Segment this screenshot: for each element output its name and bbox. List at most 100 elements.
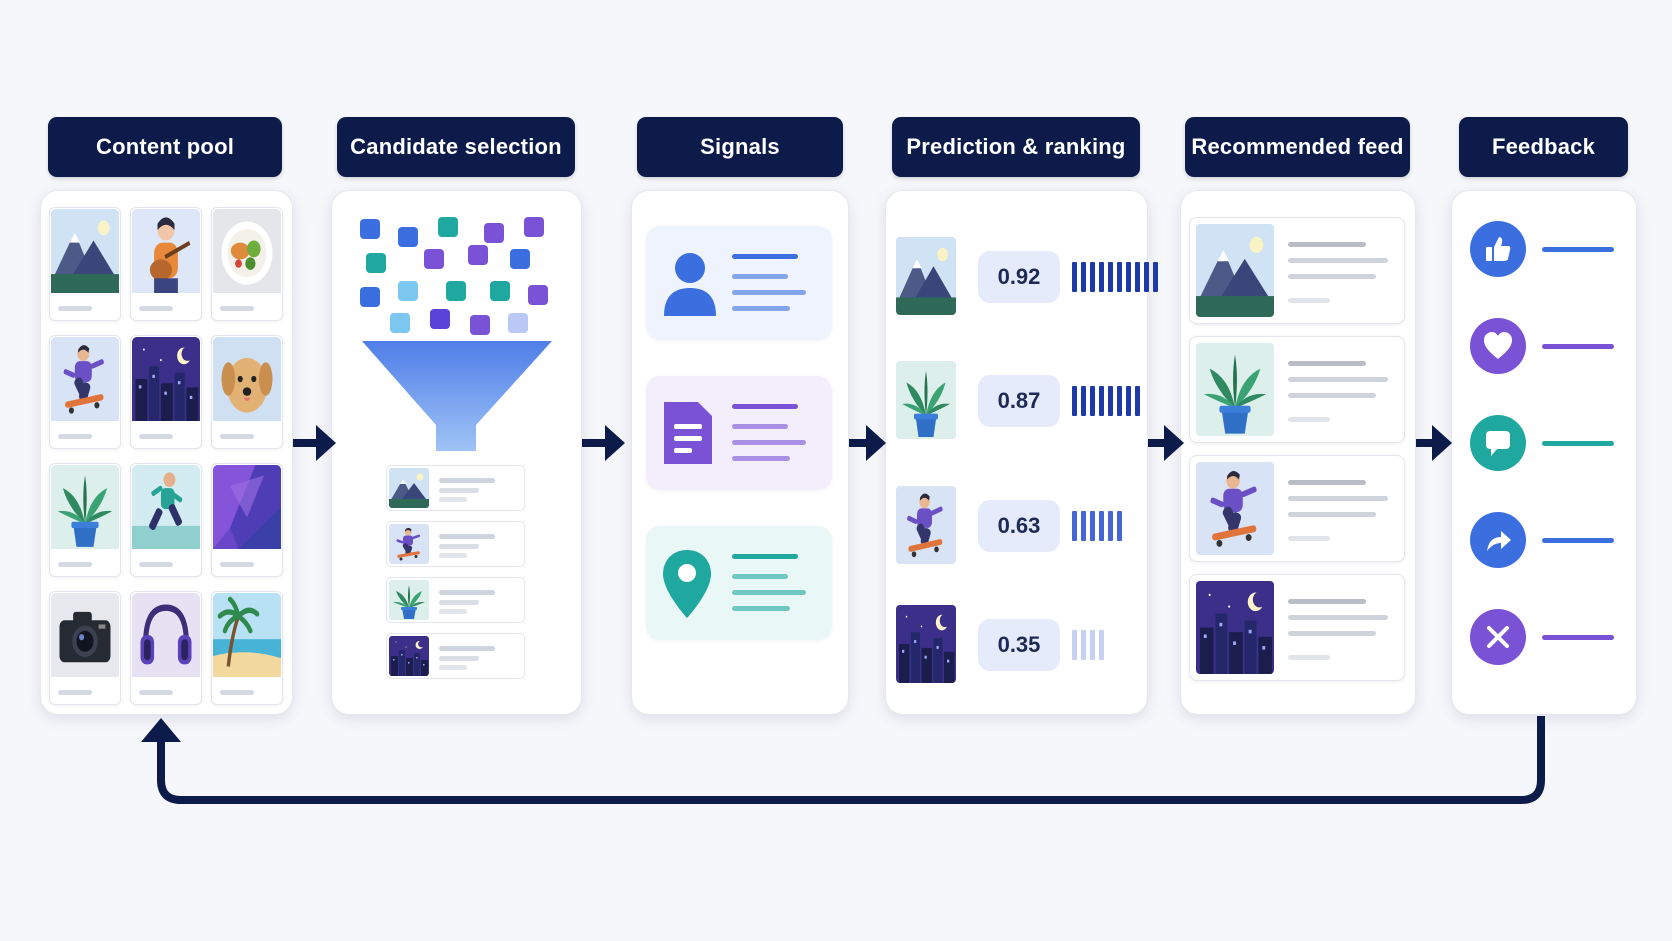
score-bar [1117,386,1122,416]
content-tile[interactable] [49,591,121,705]
text-line [439,609,467,614]
text-line [439,478,495,483]
content-tile[interactable] [211,591,283,705]
text-line [1288,631,1376,636]
content-caption-line [139,434,173,439]
score-bars [1072,511,1122,541]
dismiss-icon[interactable] [1470,609,1526,665]
runner-image [132,465,200,549]
score-bar [1081,630,1086,660]
text-line [1288,393,1376,398]
content-tile[interactable] [49,335,121,449]
feed-card[interactable] [1189,574,1405,681]
feedback-line [1542,344,1614,349]
content-tile[interactable] [211,207,283,321]
content-pool-panel [40,190,293,715]
content-tile[interactable] [211,463,283,577]
arrow-feed-to-feedback [1416,425,1452,461]
score-bar [1117,511,1122,541]
score-bar [1099,630,1104,660]
text-line [1288,512,1376,517]
score-bar [1072,386,1077,416]
signal-line [732,606,790,611]
text-line [439,544,479,549]
score-bar [1108,262,1113,292]
candidate-item[interactable] [386,521,525,567]
text-line [1288,496,1388,501]
content-tile[interactable] [49,207,121,321]
content-tile[interactable] [130,335,202,449]
text-line [1288,536,1330,541]
feedback-line [1542,538,1614,543]
score-bar [1081,262,1086,292]
content-tile[interactable] [130,591,202,705]
ranked-item-image [896,361,956,439]
content-tile[interactable] [130,207,202,321]
feed-card[interactable] [1189,217,1405,324]
signal-line [732,554,798,559]
score-bar [1081,511,1086,541]
arrow-signals-to-ranking [849,425,886,461]
signal-line [732,254,798,259]
feedback-loop-arrow [157,716,1545,804]
content-tile[interactable] [211,335,283,449]
content-caption-line [139,306,173,311]
text-line [1288,377,1388,382]
skater-image [51,337,119,421]
score-bar [1117,262,1122,292]
text-line [439,497,467,502]
headphones-image [132,593,200,677]
content-caption-line [139,690,173,695]
content-tile[interactable] [130,463,202,577]
text-line [1288,655,1330,660]
feedback-line [1542,635,1614,640]
guitarist-image [132,209,200,293]
content-tile[interactable] [49,463,121,577]
city-night-image [132,337,200,421]
feed-card[interactable] [1189,455,1405,562]
comment-icon[interactable] [1470,415,1526,471]
score-bar [1081,386,1086,416]
candidate-item[interactable] [386,633,525,679]
text-line [1288,298,1330,303]
content-caption-line [58,306,92,311]
recommended-feed-panel [1180,190,1416,715]
funnel-illustration [332,191,581,451]
candidate-selection-panel [331,190,582,715]
plant-image [51,465,119,549]
header-prediction-ranking: Prediction & ranking [892,117,1140,177]
score-bar [1126,262,1131,292]
text-line [439,646,495,651]
signal-line [732,574,788,579]
share-icon[interactable] [1470,512,1526,568]
text-line [439,534,495,539]
score-bar [1099,511,1104,541]
text-line [439,656,479,661]
score-badge: 0.63 [978,500,1060,552]
text-line [1288,615,1388,620]
plant-image [389,580,429,620]
signal-line [732,290,806,295]
signal-line [732,274,788,279]
abstract-image [213,465,281,549]
user-icon [660,248,720,323]
score-badge: 0.87 [978,375,1060,427]
feed-card[interactable] [1189,336,1405,443]
content-caption-line [139,562,173,567]
thumbs-up-icon[interactable] [1470,221,1526,277]
heart-icon[interactable] [1470,318,1526,374]
mountain-image [1196,224,1274,317]
candidate-item[interactable] [386,577,525,623]
ranked-item-image [896,237,956,315]
signal-line [732,456,790,461]
text-line [439,665,467,670]
text-line [439,488,479,493]
candidate-item[interactable] [386,465,525,511]
text-line [439,590,495,595]
signal-line [732,404,798,409]
skater-image [1196,462,1274,555]
score-bar [1135,262,1140,292]
signal-line [732,424,788,429]
